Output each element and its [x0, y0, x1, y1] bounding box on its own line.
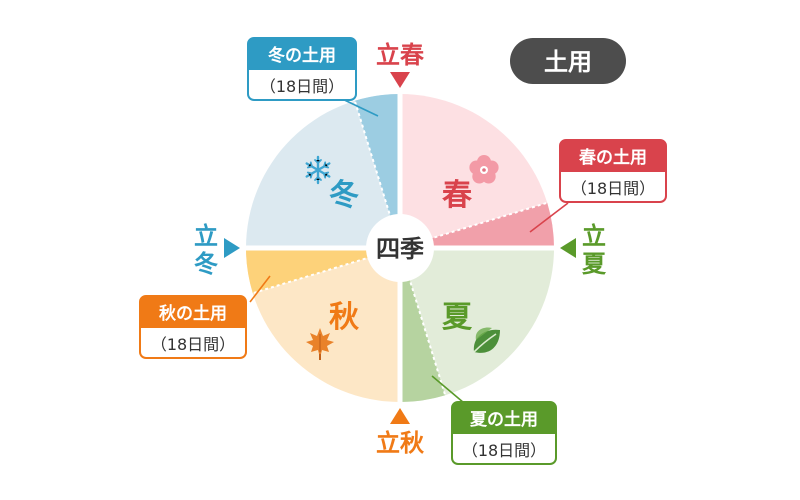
- spring-callout-leader: [529, 202, 569, 233]
- autumn-doyo-callout: 秋の土用 （18日間）: [139, 295, 247, 359]
- autumn-start-label: 立秋: [376, 429, 425, 457]
- spring-doyo-callout: 春の土用 （18日間）: [559, 139, 667, 203]
- winter-doyo-callout: 冬の土用 （18日間）: [247, 37, 357, 101]
- cherry-blossom-icon: [469, 155, 499, 184]
- snowflake-icon: [305, 155, 331, 185]
- spring-start-marker: 立春: [376, 41, 424, 88]
- center-label: 四季: [376, 235, 424, 263]
- spring-start-label: 立春: [376, 41, 424, 69]
- summer-callout-title: 夏の土用: [470, 409, 538, 430]
- summer-start-label-1: 立: [582, 222, 606, 250]
- spring-callout-title: 春の土用: [579, 147, 647, 168]
- autumn-callout-title: 秋の土用: [159, 303, 227, 324]
- autumn-start-arrow-icon: [390, 408, 410, 424]
- winter-start-marker: 立 冬: [194, 222, 240, 278]
- summer-label: 夏: [442, 300, 473, 335]
- winter-start-label-2: 冬: [194, 250, 218, 278]
- autumn-label: 秋: [329, 300, 359, 335]
- winter-start-arrow-icon: [224, 238, 240, 258]
- title-badge-label: 土用: [544, 48, 592, 76]
- winter-quadrant: [246, 94, 400, 248]
- autumn-quadrant: [246, 248, 400, 402]
- summer-start-label-2: 夏: [582, 250, 607, 278]
- summer-quadrant: [400, 248, 554, 402]
- spring-label: 春: [442, 178, 472, 213]
- summer-start-marker: 立 夏: [560, 222, 607, 278]
- autumn-callout-days: （18日間）: [151, 335, 235, 354]
- autumn-start-marker: 立秋: [376, 408, 425, 457]
- center-circle: [366, 214, 434, 282]
- leaf-icon: [473, 327, 500, 353]
- winter-callout-days: （18日間）: [260, 77, 344, 96]
- spring-callout-days: （18日間）: [571, 179, 655, 198]
- winter-label: 冬: [329, 178, 359, 213]
- summer-callout-days: （18日間）: [462, 441, 546, 460]
- winter-callout-title: 冬の土用: [268, 45, 336, 66]
- season-wheel: 四季 春 夏 秋 冬: [242, 90, 558, 406]
- summer-doyo-callout: 夏の土用 （18日間）: [451, 401, 557, 465]
- title-badge: 土用: [510, 38, 626, 84]
- summer-start-arrow-icon: [560, 238, 576, 258]
- winter-start-label-1: 立: [194, 222, 218, 250]
- maple-leaf-icon: [306, 328, 334, 360]
- spring-start-arrow-icon: [390, 72, 410, 88]
- autumn-callout-leader: [249, 275, 271, 303]
